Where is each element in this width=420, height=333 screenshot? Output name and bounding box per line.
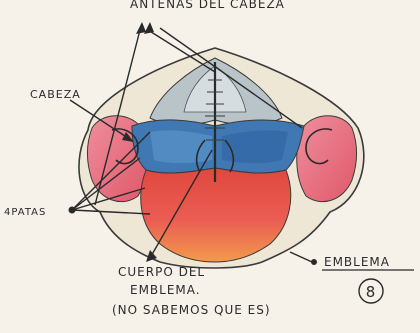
label-body-1: CUERPO DEL — [118, 265, 205, 279]
label-emblem: EMBLEMA — [324, 255, 390, 269]
label-number: 8 — [366, 283, 377, 301]
label-legs: 4PATAS — [4, 207, 46, 218]
label-body-3: (NO SABEMOS QUE ES) — [112, 303, 271, 317]
label-head: CABEZA — [30, 88, 81, 101]
emblem-pointer — [290, 252, 312, 262]
label-body-2: EMBLEMA. — [130, 283, 201, 297]
emblem-pointer-dot — [311, 259, 317, 265]
blue-band-light-right — [222, 130, 288, 163]
blue-band-light — [150, 130, 212, 163]
legs-pointer-origin — [69, 207, 76, 214]
antenna-arrowheads — [136, 22, 154, 34]
label-antennas: ANTENAS DEL CABEZA — [130, 0, 285, 11]
